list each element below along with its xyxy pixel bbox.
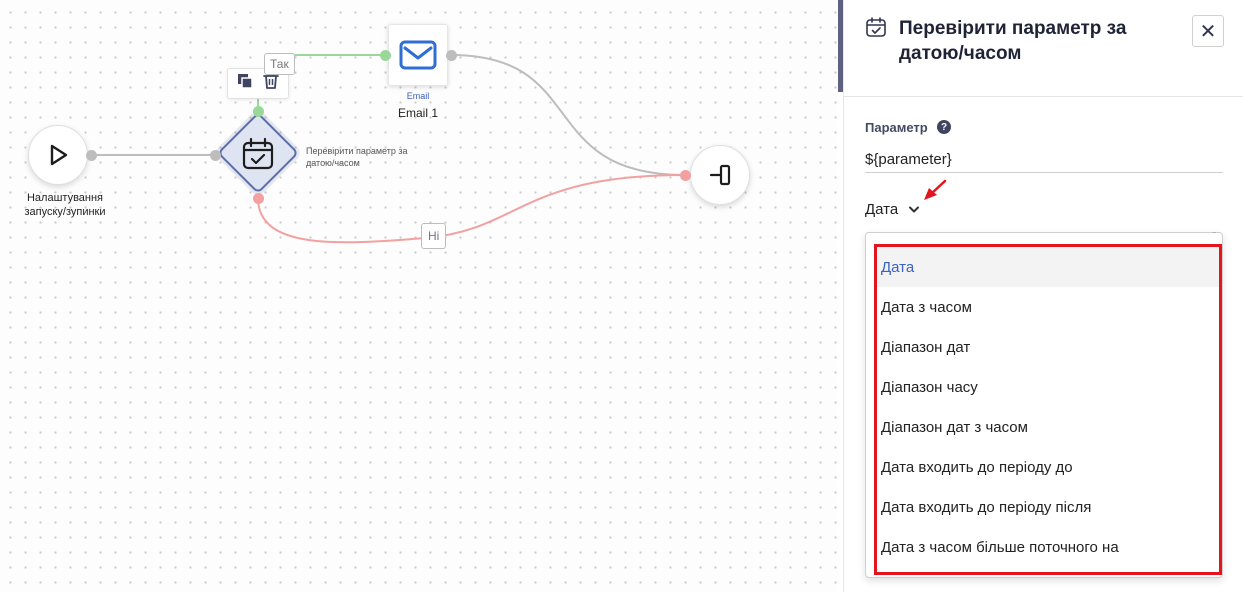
- condition-no-port[interactable]: [253, 193, 264, 204]
- option-date-range[interactable]: Діапазон дат: [881, 338, 971, 356]
- scrollbar-handle[interactable]: ¨: [1212, 231, 1216, 242]
- parameter-input[interactable]: [865, 146, 1223, 173]
- option-date[interactable]: Дата: [877, 247, 1219, 287]
- delete-button[interactable]: [262, 72, 280, 95]
- date-type-select-value: Дата: [865, 200, 899, 218]
- option-date-in-period-after[interactable]: Дата входить до періоду після: [881, 498, 1092, 516]
- chevron-down-icon: [909, 201, 920, 218]
- copy-button[interactable]: [236, 72, 254, 95]
- condition-node-label: Перевірити параметр за датою/часом: [306, 146, 408, 168]
- calendar-check-icon: [242, 137, 274, 170]
- exit-icon: [709, 164, 731, 186]
- condition-yes-port[interactable]: [253, 106, 264, 117]
- option-date-in-period-before[interactable]: Дата входить до періоду до: [881, 458, 1073, 476]
- node-toolbar: [227, 68, 289, 99]
- settings-panel: Перевірити параметр за датою/часом ✕ Пар…: [843, 0, 1243, 592]
- edge-email-to-end: [450, 54, 686, 176]
- flow-canvas[interactable]: Налаштування запуску/зупинки Перевірити …: [0, 0, 838, 592]
- close-button[interactable]: ✕: [1192, 15, 1224, 47]
- calendar-check-icon: [866, 17, 886, 37]
- date-type-select[interactable]: Дата: [865, 198, 920, 220]
- edge-label-no: Ні: [421, 223, 447, 249]
- close-icon: ✕: [1199, 20, 1217, 43]
- end-node[interactable]: [690, 145, 750, 205]
- email-node[interactable]: [388, 24, 448, 86]
- date-type-dropdown: ¨: [865, 231, 1223, 578]
- parameter-label: Параметр: [865, 120, 928, 135]
- option-datetime-greater-than-now[interactable]: Дата з часом більше поточного на: [881, 538, 1119, 556]
- start-node[interactable]: [28, 125, 88, 185]
- email-input-port[interactable]: [380, 50, 391, 61]
- copy-icon: [238, 74, 253, 89]
- annotation-arrow: [924, 179, 947, 200]
- option-datetime-range[interactable]: Діапазон дат з часом: [881, 418, 1028, 436]
- edge-label-yes: Так: [264, 53, 295, 75]
- flow-edges: [91, 54, 686, 244]
- panel-header: Перевірити параметр за датою/часом ✕: [844, 0, 1243, 97]
- option-time-range[interactable]: Діапазон часу: [881, 378, 978, 396]
- end-input-port[interactable]: [680, 170, 691, 181]
- start-output-port[interactable]: [86, 150, 97, 161]
- email-output-port[interactable]: [446, 50, 457, 61]
- edge-no: [257, 174, 686, 244]
- panel-title: Перевірити параметр за датою/часом: [899, 18, 1127, 64]
- start-node-label: Налаштування запуску/зупинки: [24, 192, 106, 218]
- condition-input-port[interactable]: [210, 150, 221, 161]
- email-node-type: Email: [406, 91, 430, 101]
- help-icon[interactable]: ?: [937, 120, 951, 134]
- option-datetime[interactable]: Дата з часом: [881, 298, 972, 316]
- play-icon: [50, 144, 68, 166]
- envelope-icon: [399, 40, 437, 70]
- email-node-label: Email 1: [397, 106, 438, 120]
- panel-divider[interactable]: [838, 0, 843, 92]
